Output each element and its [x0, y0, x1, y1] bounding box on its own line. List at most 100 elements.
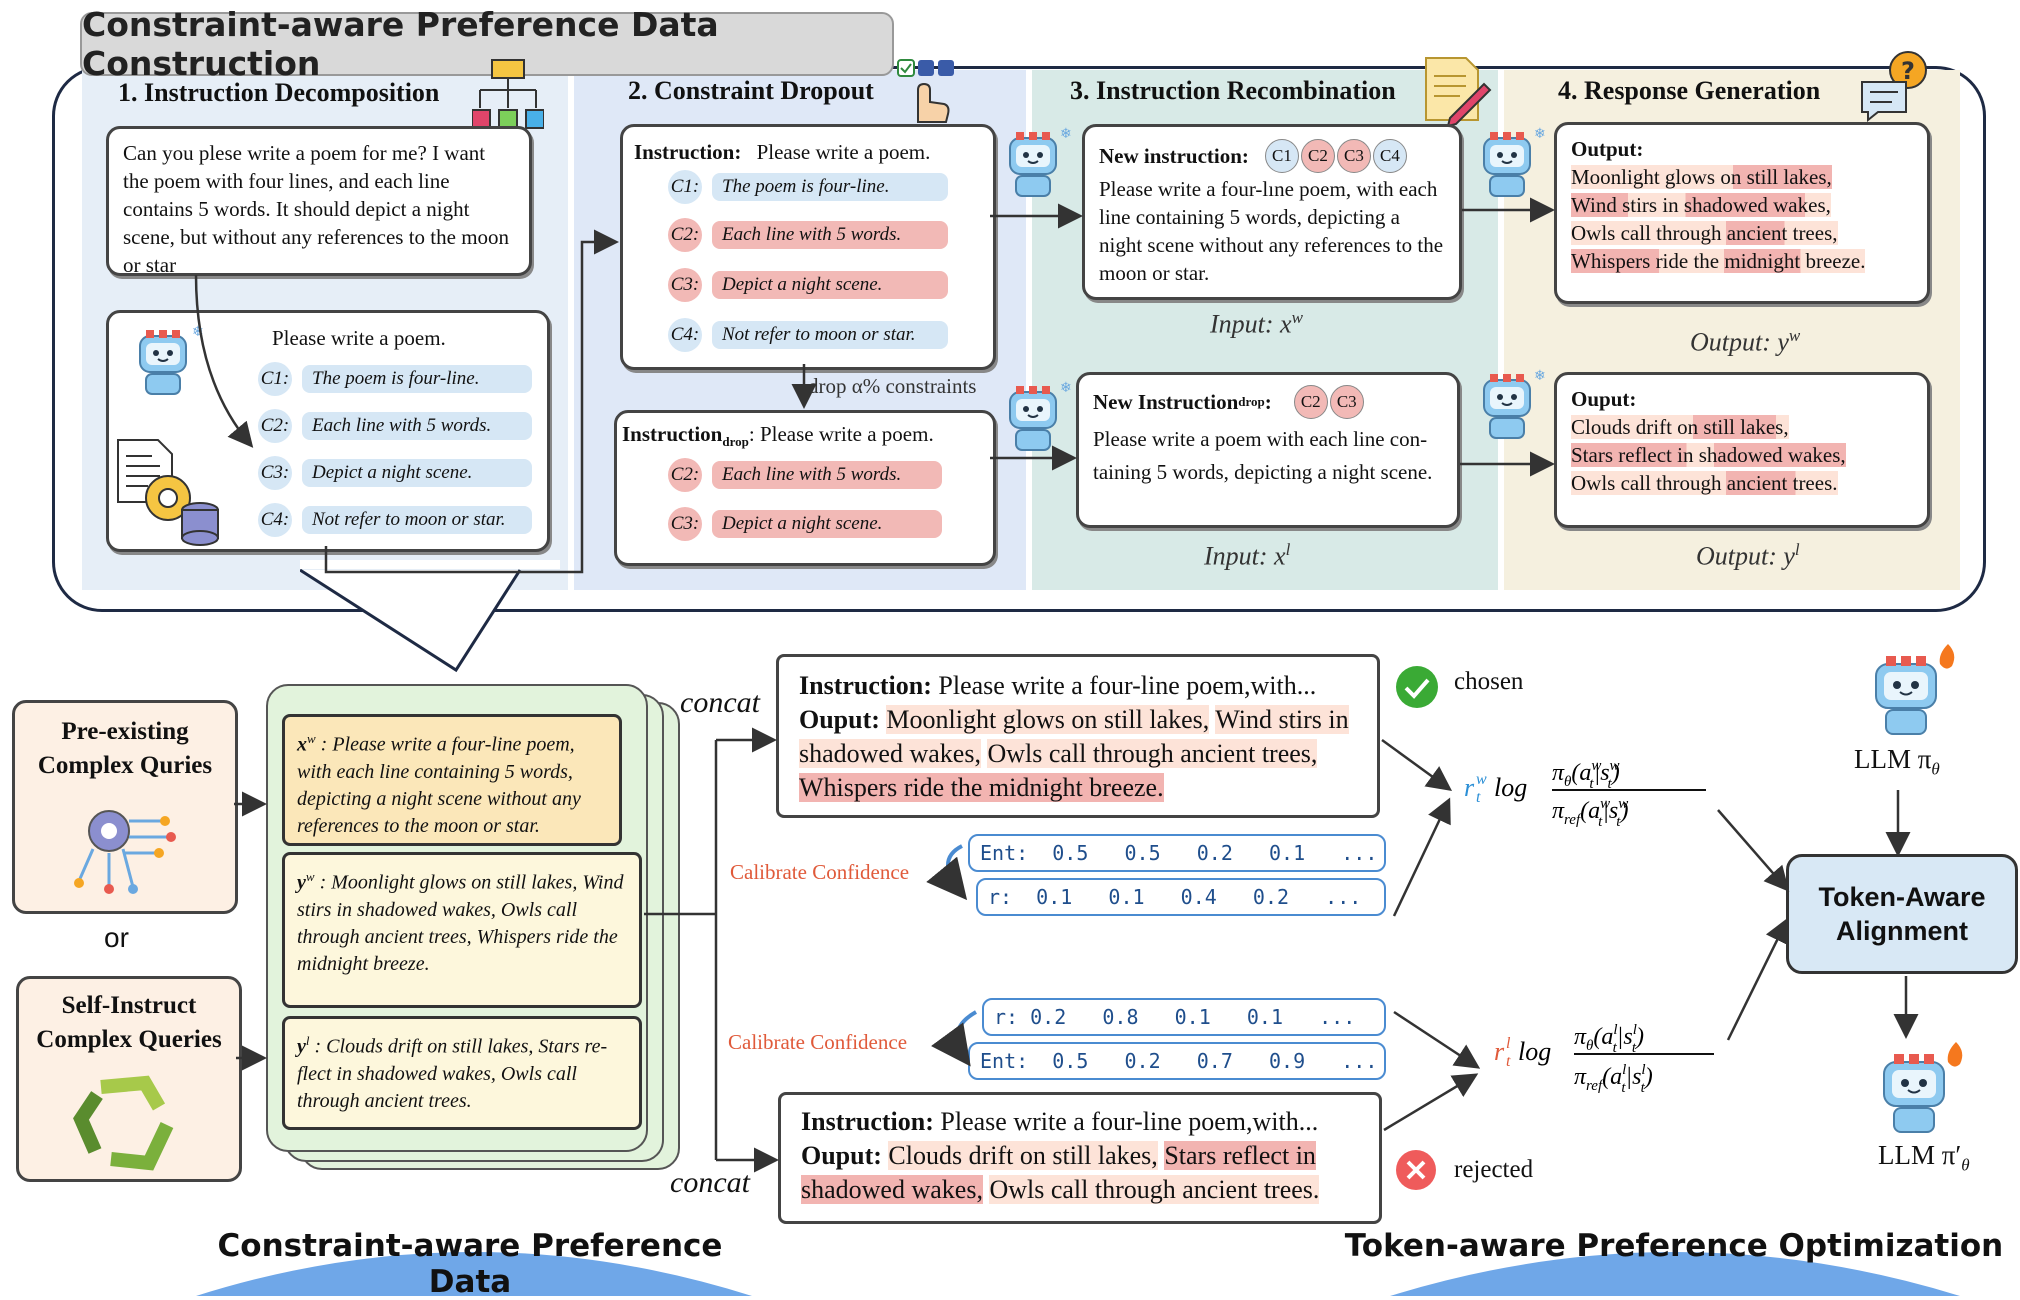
- step1-title: 1. Instruction Decomposition: [118, 78, 440, 107]
- token-aware-alignment-box: Token-Aware Alignment: [1786, 854, 2018, 974]
- svg-text:t: t: [1506, 1053, 1511, 1070]
- chosen-line-3: Owls call through ancient trees,: [987, 739, 1318, 768]
- line-text: Clouds drift on still lakes,: [1571, 415, 1789, 439]
- output-yw-sup: w: [1788, 326, 1801, 345]
- drop-c4: C4: Not refer to moon or star.: [668, 318, 948, 352]
- rejected-instr-text: Please write a four-line poem,with...: [940, 1107, 1319, 1136]
- output-l-line-1: Clouds drift on still lakes,: [1571, 413, 1913, 441]
- click-icon: [897, 59, 954, 123]
- source-preexisting: Pre-existing Complex Quries: [12, 700, 238, 914]
- chosen-card: Instruction: Please write a four-line po…: [776, 654, 1380, 818]
- llm-label: LLM πθ: [1854, 744, 1940, 779]
- drop-c2: C2: Each line with 5 words.: [668, 218, 948, 252]
- or-label: or: [104, 922, 129, 953]
- svg-text:❄: ❄: [1534, 368, 1546, 384]
- step3-title: 3. Instruction Recombination: [1070, 76, 1396, 105]
- drop-sub: drop: [722, 434, 749, 450]
- output-l-line-3: Owls call through ancient trees.: [1571, 469, 1913, 497]
- svg-text:l: l: [1506, 1035, 1511, 1052]
- line-text: Owls call through ancient trees.: [1571, 471, 1838, 495]
- footer-left-ribbon: [196, 1252, 752, 1296]
- rejected-instr-label: Instruction:: [801, 1107, 934, 1136]
- svg-text:r: r: [1464, 773, 1475, 802]
- rejected-card: Instruction: Please write a four-line po…: [778, 1092, 1382, 1224]
- rejected-line-1: Clouds drift on still lakes,: [888, 1141, 1158, 1170]
- yw-text: : Moonlight glows on still lakes, Wind s…: [297, 871, 624, 975]
- c2-badge: C2:: [258, 409, 292, 443]
- drop-instr-text: : Please write a poem.: [748, 422, 934, 446]
- chosen-line-1: Moonlight glows on still lakes,: [886, 705, 1210, 734]
- c4-badge: C4:: [258, 503, 292, 537]
- source-selfinstruct: Self-Instruct Complex Queries: [16, 976, 242, 1182]
- decomp-c2: C2: Each line with 5 words.: [258, 409, 532, 443]
- xw-box: xw : Please write a four-line poem, with…: [282, 714, 622, 846]
- new-instruction-header: New instruction: C1 C2 C3 C4: [1099, 139, 1445, 173]
- c4-pill: Not refer to moon or star.: [712, 321, 948, 349]
- c1-badge: C1:: [258, 362, 292, 396]
- c1-pill: The poem is four-line.: [712, 173, 948, 201]
- c2-pill: Each line with 5 words.: [712, 221, 948, 249]
- svg-text:?: ?: [1901, 57, 1915, 85]
- output-yw: Output: yw: [1690, 326, 1800, 358]
- robot-icon: ❄: [1009, 126, 1072, 197]
- yw-box: yw : Moonlight glows on still lakes, Win…: [282, 852, 642, 1008]
- drop-label-colon: :: [1264, 390, 1272, 414]
- robot-icon: ❄: [1009, 380, 1072, 451]
- output-w-line-4: Whispers ride the midnight breeze.: [1571, 247, 1913, 275]
- output-l-line-2: Stars reflect in shadowed wakes,: [1571, 441, 1913, 469]
- source-selfinstruct-label: Self-Instruct Complex Queries: [36, 992, 222, 1053]
- input-xw-text: Input: x: [1210, 309, 1292, 339]
- r-w-row: r: 0.1 0.1 0.4 0.2 ...: [976, 878, 1386, 916]
- tag-c3: C3: [1336, 139, 1371, 173]
- c2-pill: Each line with 5 words.: [712, 461, 942, 489]
- c3-pill: Depict a night scene.: [302, 459, 532, 487]
- c2-badge: C2:: [668, 218, 702, 252]
- brain-circuit-icon: [74, 810, 176, 894]
- ent-w-row: Ent: 0.5 0.5 0.2 0.1 ...: [968, 834, 1386, 872]
- cross-icon: [1396, 1150, 1436, 1190]
- input-xl-text: Input: x: [1204, 541, 1286, 571]
- c1-badge: C1:: [668, 170, 702, 204]
- robot-icon: ❄: [1483, 126, 1546, 197]
- robot-fire-icon: [1883, 1042, 1963, 1133]
- drop-alpha-label: drop α% constraints: [808, 374, 977, 398]
- chosen-output: Ouput: Moonlight glows on still lakes, W…: [799, 703, 1357, 805]
- c3-badge: C3:: [668, 268, 702, 302]
- chosen-line-4: Whispers ride the midnight breeze.: [799, 773, 1164, 802]
- input-xl-sup: l: [1285, 540, 1291, 559]
- c3-pill: Depict a night scene.: [712, 510, 942, 538]
- drop-c3: C3: Depict a night scene.: [668, 268, 948, 302]
- output-l-label: Ouput:: [1571, 387, 1637, 411]
- line-text: Wind stirs in shadowed wakes,: [1571, 193, 1831, 217]
- concat-top: concat: [680, 686, 760, 719]
- step2-title: 2. Constraint Dropout: [628, 76, 874, 105]
- drop-label-sub: drop: [1238, 394, 1265, 409]
- dropout-instr: Instruction: Please write a poem.: [634, 138, 930, 166]
- bottom-arrows: [234, 727, 1919, 1173]
- drop-instr-label: Instruction: [622, 422, 723, 446]
- document-gear-icon: [117, 439, 219, 546]
- decomp-c4: C4: Not refer to moon or star.: [258, 503, 532, 537]
- new-instruction-text: Please write a four-lıne poem, with each…: [1099, 177, 1444, 285]
- drop-c1: C1: The poem is four-line.: [668, 170, 948, 204]
- paper-pencil-icon: [1425, 57, 1492, 126]
- tag-c2: C2: [1293, 385, 1328, 419]
- output-l-card: Ouput: Clouds drift on still lakes, Star…: [1554, 372, 1930, 528]
- footer-left: Constraint-aware Preference Data: [217, 1228, 723, 1300]
- recycle-icon: [73, 1075, 174, 1171]
- new-instruction-label: New instruction:: [1099, 144, 1249, 168]
- output-w-line-2: Wind stirs in shadowed wakes,: [1571, 191, 1913, 219]
- c3-badge: C3:: [258, 456, 292, 490]
- footer-right: Token-aware Preference Optimization: [1344, 1228, 2004, 1264]
- c2-pill: Each line with 5 words.: [302, 412, 532, 440]
- output-w-card: Output: Moonlight glows on still lakes, …: [1554, 122, 1930, 304]
- instr-text: Please write a poem.: [756, 140, 931, 164]
- dropped-c2: C2: Each line with 5 words.: [668, 458, 942, 492]
- chosen-out-label: Ouput:: [799, 705, 880, 734]
- new-instruction-card: New instruction: C1 C2 C3 C4 Please writ…: [1082, 124, 1462, 300]
- line-text: Whispers ride the midnight breeze.: [1571, 249, 1866, 273]
